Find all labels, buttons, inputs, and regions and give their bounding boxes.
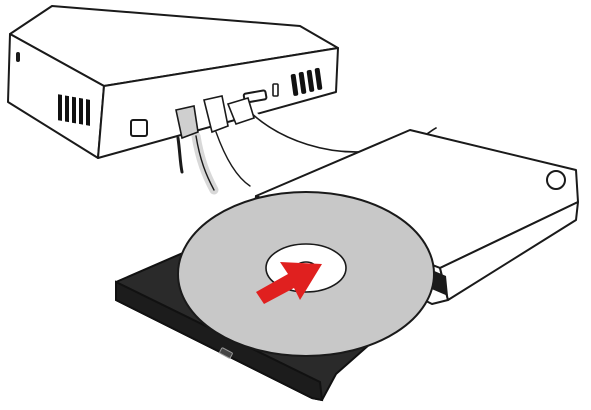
cable-white-1	[216, 132, 250, 186]
status-led-icon	[16, 52, 20, 62]
power-button-icon	[131, 120, 147, 136]
cable-black	[178, 138, 182, 172]
cable-grey	[196, 136, 214, 190]
eject-button-icon	[547, 171, 565, 189]
usb-port-icon	[273, 84, 278, 96]
